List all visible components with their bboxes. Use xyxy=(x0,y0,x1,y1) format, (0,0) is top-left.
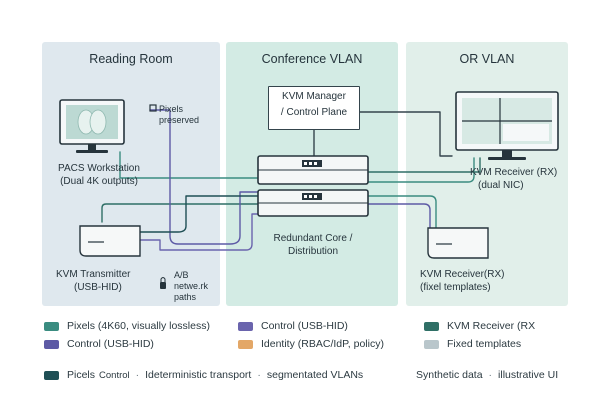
legend-swatch-identity xyxy=(238,339,253,349)
kvm-manager-line1: KVM Manager xyxy=(282,91,346,102)
legend-item-fixed-templates: Fixed templates xyxy=(424,338,521,350)
wire-dark-tx xyxy=(139,195,263,233)
footer-swatch xyxy=(44,370,59,380)
footer-separator-1: · xyxy=(135,369,140,381)
legend-item-identity: Identity (RBAC/IdP, policy) xyxy=(238,338,384,350)
or-vlan-title: OR VLAN xyxy=(459,52,515,66)
kvm-receiver-device-icon xyxy=(427,227,489,259)
wire-control-tx-top xyxy=(149,109,263,245)
ab-paths-lock-icon xyxy=(160,277,166,289)
rx-bottom-label: KVM Receiver(RX) (fixel templates) xyxy=(420,268,504,294)
pixels-note-line1: Pixels xyxy=(159,104,184,114)
reading-room-title: Reading Room xyxy=(89,52,173,66)
rx-top-label-line1: KVM Receiver (RX) xyxy=(470,167,558,178)
legend-swatch-fixed-templates xyxy=(424,339,439,349)
wire-core-to-rx-top xyxy=(365,157,481,173)
pacs-label-line2: (Dual 4K outputs) xyxy=(60,176,138,187)
kvm-transmitter-icon xyxy=(79,225,141,257)
ab-note-line3: paths xyxy=(174,292,197,302)
wire-control-tx-bottom xyxy=(139,213,263,251)
conference-vlan-title: Conference VLAN xyxy=(261,52,363,66)
footer-item-transport: Ideterministic transport xyxy=(145,369,252,381)
rx-bottom-label-line2: (fixel templates) xyxy=(420,282,491,293)
footer-separator-2: · xyxy=(257,369,261,381)
pacs-label-line1: PACS Workstation xyxy=(58,163,140,174)
footer-separator-3: · xyxy=(488,369,493,381)
legend-swatch-control-mid xyxy=(238,321,253,331)
pacs-monitor-icon xyxy=(59,99,125,153)
wire-pixels-pacs-to-core xyxy=(119,151,263,179)
reading-room-zone: Reading Room xyxy=(42,42,220,306)
footer-illustrative-ui: illustrative UI xyxy=(498,369,559,381)
core-label-line1: Redundant Core / xyxy=(273,233,353,244)
footer-item-control: Control xyxy=(99,369,130,381)
kvm-tx-label-line2: (USB-HID) xyxy=(74,282,122,293)
core-switch-bottom-icon xyxy=(257,189,369,217)
legend-label-fixed-templates: Fixed templates xyxy=(447,338,522,350)
wire-core-to-rx-top-2 xyxy=(365,157,475,183)
core-label: Redundant Core / Distribution xyxy=(256,232,370,258)
rx-top-label: KVM Receiver (RX) (dual NIC) xyxy=(470,166,557,192)
legend-label-control-left: Control (USB-HID) xyxy=(67,338,154,350)
pixels-note-line2: preserved xyxy=(159,115,200,125)
kvm-manager-line2: / Control Plane xyxy=(280,107,348,118)
kvm-manager-box: KVM Manager / Control Plane xyxy=(268,86,360,130)
kvm-tx-label-line1: KVM Transmitter xyxy=(56,269,131,280)
kvm-transmitter-label: KVM Transmitter (USB-HID) xyxy=(56,268,130,294)
legend-item-kvm-receiver: KVM Receiver (RX xyxy=(424,320,535,332)
wire-mgr-to-rx xyxy=(357,111,453,157)
core-label-line2: Distribution xyxy=(287,246,339,257)
core-switch-top-icon xyxy=(257,155,369,185)
pixels-preserved-note: Pixels preserved xyxy=(159,104,199,126)
pacs-workstation-label: PACS Workstation (Dual 4K outputs) xyxy=(44,162,154,188)
legend-label-kvm-receiver: KVM Receiver (RX xyxy=(447,320,536,332)
legend-item-control-mid: Control (USB-HID) xyxy=(238,320,348,332)
footer-right: Synthetic data · illustrative UI xyxy=(416,369,558,381)
legend-item-pixels: Pixels (4K60, visually lossless) xyxy=(44,320,210,332)
footer-item-vlans: segmentated VLANs xyxy=(266,369,364,381)
footer-item-pixels: Picels xyxy=(67,369,96,381)
footer-left: Picels Control · Ideterministic transpor… xyxy=(44,369,363,381)
legend-item-control-left: Control (USB-HID) xyxy=(44,338,154,350)
wire-core-to-rx-bottom xyxy=(365,195,437,229)
wire-pixels-tx-to-core xyxy=(101,203,263,223)
ab-paths-note: A/B netwe.rk paths xyxy=(174,270,208,303)
ab-note-line1: A/B xyxy=(174,270,189,280)
rx-top-label-line2: (dual NIC) xyxy=(478,180,524,191)
rx-bottom-label-line1: KVM Receiver(RX) xyxy=(420,269,505,280)
legend-label-control-mid: Control (USB-HID) xyxy=(261,320,348,332)
legend-swatch-control-left xyxy=(44,339,59,349)
legend-swatch-pixels xyxy=(44,321,59,331)
footer-synthetic-data: Synthetic data xyxy=(416,369,483,381)
legend-swatch-kvm-receiver xyxy=(424,321,439,331)
rx-monitor-icon xyxy=(455,91,559,160)
pixels-lock-icon xyxy=(149,104,157,112)
legend-label-identity: Identity (RBAC/IdP, policy) xyxy=(261,338,384,350)
wire-core-to-rx-bottom-2 xyxy=(365,203,431,229)
legend-label-pixels: Pixels (4K60, visually lossless) xyxy=(67,320,210,332)
ab-note-line2: netwe.rk xyxy=(174,281,209,291)
or-vlan-zone: OR VLAN xyxy=(406,42,568,306)
